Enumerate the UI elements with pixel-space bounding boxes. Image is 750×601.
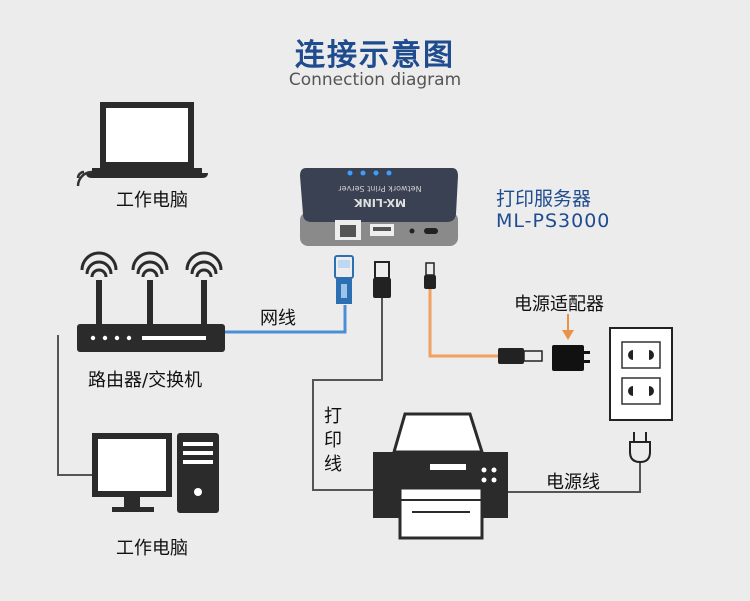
print-line-label-1: 打 <box>324 406 342 427</box>
power-cord <box>508 462 641 493</box>
router-wifi-icons <box>80 251 223 278</box>
network-cable <box>222 305 347 334</box>
rj45-connector-icon <box>334 255 354 304</box>
usb-print-cable <box>312 295 383 491</box>
print-line-label-2: 印 <box>324 430 342 451</box>
power-adapter-plug-icon <box>498 348 543 364</box>
arrow-down-icon <box>562 314 574 340</box>
power-adapter-cable <box>428 288 498 358</box>
network-cable-label: 网线 <box>260 308 296 329</box>
desktop-icon <box>92 433 219 513</box>
print-line-label-3: 线 <box>324 454 342 475</box>
print-server-device <box>300 168 458 246</box>
power-adapter-icon <box>552 345 590 371</box>
device-model: ML-PS3000 <box>496 210 611 232</box>
router-desktop-cable <box>57 335 92 476</box>
desktop-label: 工作电脑 <box>116 538 188 559</box>
device-name: 打印服务器 <box>496 188 592 210</box>
svg-text:MX-LINK: MX-LINK <box>354 196 406 209</box>
svg-text:Network Print Server: Network Print Server <box>338 184 422 193</box>
dc-connector-icon <box>424 262 436 289</box>
usb-connector-icon <box>373 261 391 298</box>
printer-icon <box>373 412 508 540</box>
laptop-label: 工作电脑 <box>116 190 188 211</box>
power-plug-icon <box>629 432 651 464</box>
power-adapter-label: 电源适配器 <box>514 294 604 315</box>
page-title: 连接示意图 <box>295 38 455 73</box>
router-label: 路由器/交换机 <box>88 370 203 391</box>
wall-outlet-icon <box>609 327 673 421</box>
wifi-icon <box>76 170 93 187</box>
router-icon <box>77 280 225 352</box>
laptop-icon <box>86 102 208 178</box>
page-subtitle: Connection diagram <box>288 70 462 90</box>
device-brand-text: MX-LINK Network Print Server <box>338 184 422 209</box>
power-cord-label: 电源线 <box>546 472 600 493</box>
